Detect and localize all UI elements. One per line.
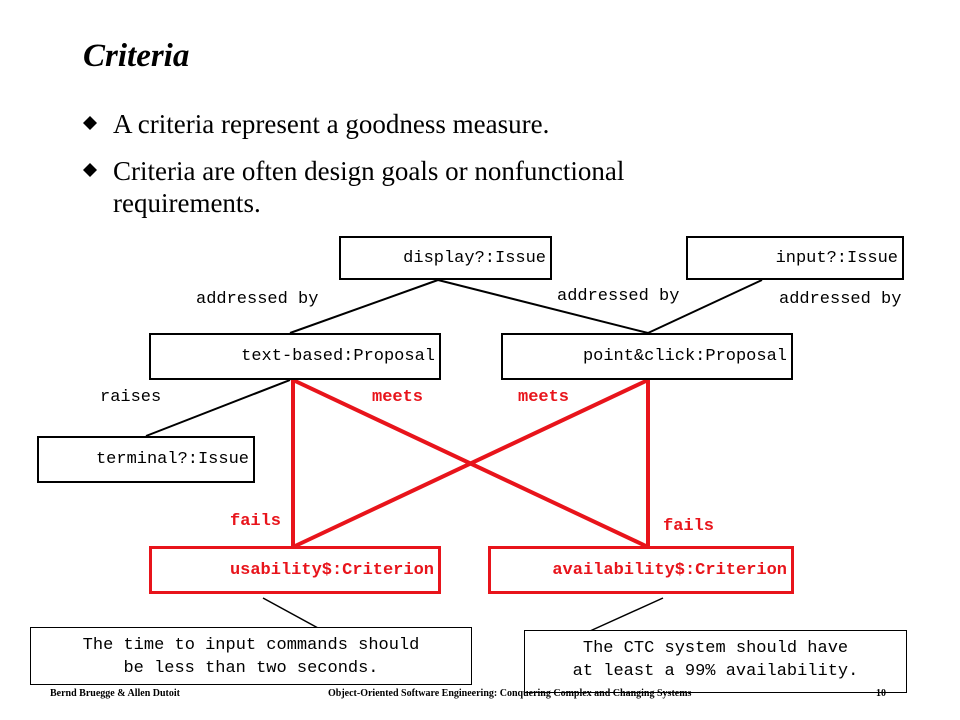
edge-label-addressed-by: addressed by	[557, 287, 680, 306]
bullet-text-1: A criteria represent a goodness measure.	[113, 109, 550, 139]
availability-note-pointer	[589, 597, 680, 632]
edge-label-meets: meets	[372, 388, 424, 407]
footer-book-title: Object-Oriented Software Engineering: Co…	[328, 688, 692, 699]
edge-label-addressed-by: addressed by	[196, 290, 319, 309]
link-display-to-text	[289, 279, 439, 334]
diamond-bullet-icon	[83, 116, 97, 130]
footer-page-number: 10	[876, 688, 886, 699]
node-text-based-proposal[interactable]: text-based:Proposal	[149, 333, 441, 380]
edge-label-raises: raises	[100, 388, 162, 407]
link-text-to-terminal	[145, 379, 291, 437]
bullet-text-2: Criteria are often design goals or nonfu…	[113, 156, 625, 218]
usability-note-line: The time to input commands should	[82, 636, 420, 655]
edge-label-meets: meets	[518, 388, 570, 407]
node-availability-criterion[interactable]: availability$:Criterion	[488, 546, 794, 594]
node-usability-criterion[interactable]: usability$:Criterion	[149, 546, 441, 594]
edge-label-fails: fails	[663, 517, 715, 536]
node-point-click-proposal[interactable]: point&click:Proposal	[501, 333, 793, 380]
node-input-issue[interactable]: input?:Issue	[686, 236, 904, 280]
node-terminal-issue[interactable]: terminal?:Issue	[37, 436, 255, 483]
usability-note-pointer	[262, 597, 360, 629]
link-input-to-point	[647, 279, 763, 334]
edge-label-fails: fails	[230, 512, 282, 531]
availability-note-line: at least a 99% availability.	[572, 662, 859, 681]
link-point-fails-usability	[292, 378, 649, 549]
edge-label-addressed-by: addressed by	[779, 290, 902, 309]
diamond-bullet-icon	[83, 163, 97, 177]
usability-note: The time to input commands should be les…	[30, 627, 472, 685]
availability-note: The CTC system should have at least a 99…	[524, 630, 907, 693]
usability-note-line: be less than two seconds.	[123, 659, 379, 678]
footer-authors: Bernd Bruegge & Allen Dutoit	[50, 688, 180, 699]
availability-note-line: The CTC system should have	[582, 639, 849, 658]
slide-title: Criteria	[83, 38, 190, 74]
link-display-to-point	[437, 279, 649, 334]
node-display-issue[interactable]: display?:Issue	[339, 236, 552, 280]
